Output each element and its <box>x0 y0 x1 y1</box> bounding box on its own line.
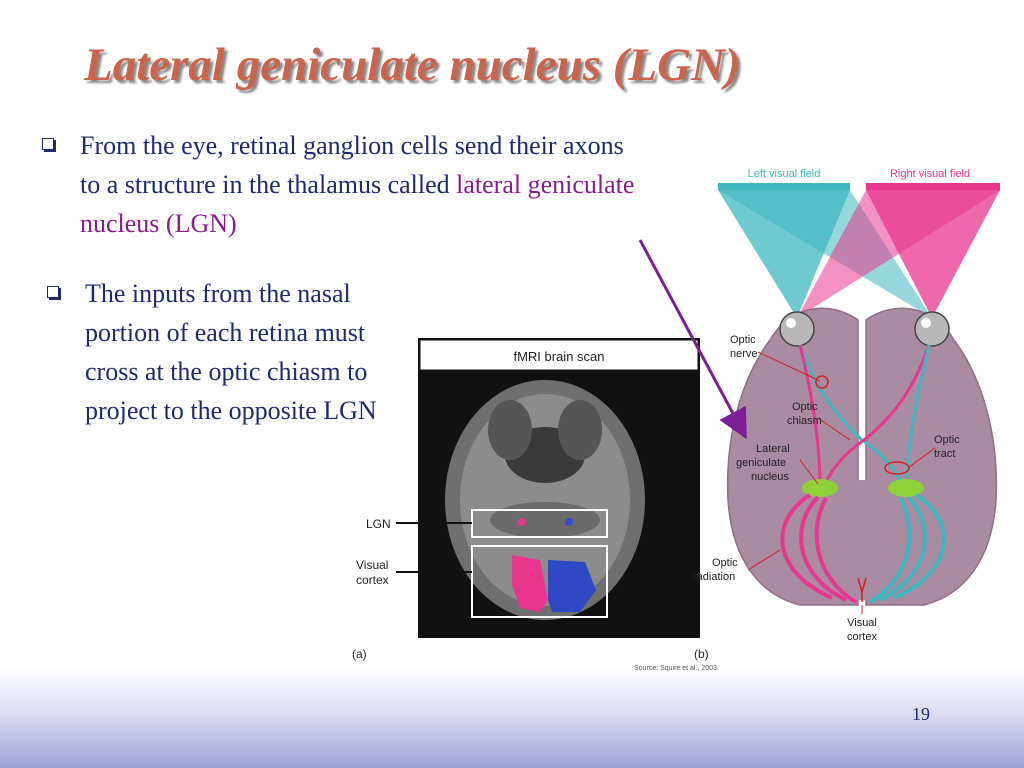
lgn-callout-label: LGN <box>366 517 391 531</box>
left-visual-field-bar <box>718 183 850 190</box>
optic-nerve-marker <box>815 375 829 389</box>
left-optic-radiation <box>780 493 833 600</box>
right-visual-field-label: Right visual field <box>890 168 970 180</box>
right-eye-icon <box>914 311 950 347</box>
optic-tract-label-2: tract <box>934 448 955 460</box>
lgn-label-2: geniculate <box>736 457 786 469</box>
optic-chiasm-label-2: chiasm <box>787 415 822 427</box>
fmri-panel: fMRI brain scan LGN Visual cortex (a) <box>352 338 700 661</box>
lgn-label-1: Lateral <box>756 443 790 455</box>
right-optic-radiation <box>893 493 946 600</box>
right-field-to-left-eye <box>797 190 1000 318</box>
left-field-to-left-eye <box>718 190 850 318</box>
lgn-pointer-arrow <box>638 239 747 440</box>
optic-tract-marker <box>884 461 910 475</box>
visual-cortex-marker <box>857 577 867 602</box>
lgn-highlight: lateral geniculate nucleus (LGN) <box>80 170 635 238</box>
visual-cortex-callout-label-1: Visual <box>356 558 388 572</box>
footer-gradient <box>0 668 1024 768</box>
slide-title: Lateral geniculate nucleus (LGN) <box>84 39 741 91</box>
optic-tract-label-1: Optic <box>934 434 960 446</box>
right-lgn <box>888 479 924 497</box>
visual-cortex-box <box>471 545 608 618</box>
bullet-checkbox-icon <box>42 138 54 150</box>
optic-nerve-label-2: nerve <box>730 348 758 360</box>
optic-radiation-label-2: radiation <box>693 571 735 583</box>
lgn-label-3: nucleus <box>751 471 789 483</box>
visual-cortex-callout-label-2: cortex <box>356 573 389 587</box>
visual-cortex-label-1: Visual <box>847 617 877 629</box>
right-nerve-crossing <box>820 344 931 489</box>
bullet-2-text: The inputs from the nasal portion of eac… <box>85 279 377 425</box>
bullet-1-text: From the eye, retinal ganglion cells sen… <box>80 131 624 199</box>
lgn-left-marker <box>518 518 526 526</box>
panel-b-label: (b) <box>694 647 709 661</box>
bullet-checkbox-icon <box>47 286 59 298</box>
visual-cortex-right <box>548 560 596 612</box>
optic-nerve-label-1: Optic <box>730 334 756 346</box>
optic-chiasm-label-1: Optic <box>792 401 818 413</box>
bullet-1: From the eye, retinal ganglion cells sen… <box>42 126 640 243</box>
optic-radiation-label-1: Optic <box>712 557 738 569</box>
visual-pathway-panel: Left visual field Right visual field <box>634 168 1000 672</box>
right-visual-field-bar <box>866 183 1000 190</box>
page-number: 19 <box>912 704 930 724</box>
left-lgn <box>802 479 838 497</box>
lgn-right-marker <box>565 518 573 526</box>
panel-a-label: (a) <box>352 647 367 661</box>
fmri-header: fMRI brain scan <box>513 349 604 364</box>
left-eye-icon <box>779 311 815 347</box>
visual-cortex-left <box>512 555 548 612</box>
source-citation: Source: Squire et al., 2003. <box>634 665 719 672</box>
visual-cortex-label-2: cortex <box>847 631 877 643</box>
left-visual-field-label: Left visual field <box>748 168 821 180</box>
bullet-2: The inputs from the nasal portion of eac… <box>47 274 385 430</box>
